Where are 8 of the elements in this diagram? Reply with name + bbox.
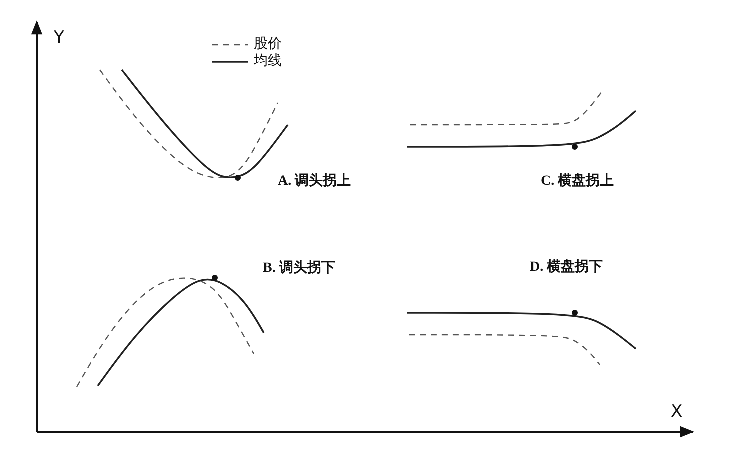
legend-label: 均线 — [254, 54, 282, 68]
axis-label: X — [671, 404, 683, 421]
pattern-caption: D. 横盘拐下 — [530, 261, 604, 275]
legend-label: 股价 — [254, 37, 282, 51]
pattern-caption: A. 调头拐上 — [278, 175, 352, 189]
axis-label: Y — [54, 30, 64, 47]
pattern-caption: B. 调头拐下 — [263, 262, 336, 276]
pattern-caption: C. 横盘拐上 — [541, 175, 614, 189]
